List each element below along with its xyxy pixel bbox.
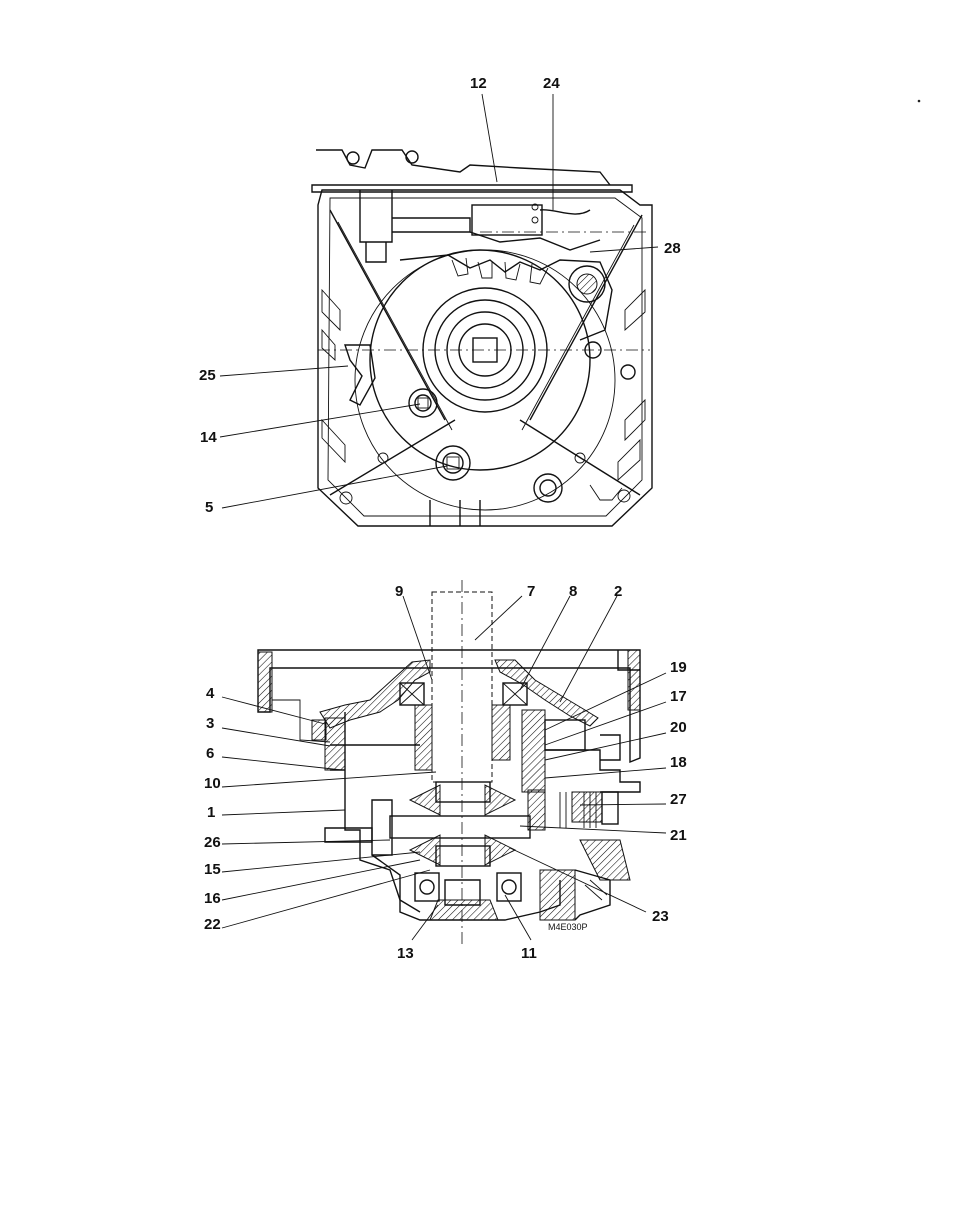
callout-9: 9 — [395, 583, 403, 600]
callout-17: 17 — [670, 688, 687, 705]
callout-23: 23 — [652, 908, 669, 925]
stray-dot — [917, 99, 921, 103]
callout-1: 1 — [207, 804, 215, 821]
top-view-callouts: 12 24 28 25 14 5 — [199, 75, 681, 516]
callout-2: 2 — [614, 583, 622, 600]
callout-27: 27 — [670, 791, 687, 808]
callout-6: 6 — [206, 745, 214, 762]
callout-28: 28 — [664, 240, 681, 257]
callout-10: 10 — [204, 775, 221, 792]
top-view-housing — [311, 149, 653, 527]
callout-7: 7 — [527, 583, 535, 600]
callout-4: 4 — [206, 685, 215, 702]
callout-24: 24 — [543, 75, 560, 92]
callout-21: 21 — [670, 827, 687, 844]
callout-5: 5 — [205, 499, 213, 516]
section-view-leaders — [221, 595, 667, 941]
section-view-callouts: 9 7 8 2 19 17 20 18 27 21 23 11 13 4 3 6… — [204, 583, 687, 962]
top-view-leaders — [219, 93, 659, 509]
callout-13: 13 — [397, 945, 414, 962]
callout-26: 26 — [204, 834, 221, 851]
callout-22: 22 — [204, 916, 221, 933]
callout-16: 16 — [204, 890, 221, 907]
callout-11: 11 — [521, 945, 537, 962]
callout-8: 8 — [569, 583, 577, 600]
callout-15: 15 — [204, 861, 221, 878]
callout-18: 18 — [670, 754, 687, 771]
section-view-housing — [257, 580, 641, 945]
callout-20: 20 — [670, 719, 687, 736]
figure-code: M4E030P — [548, 922, 588, 932]
callout-12: 12 — [470, 75, 487, 92]
callout-3: 3 — [206, 715, 214, 732]
callout-14: 14 — [200, 429, 217, 446]
callout-25: 25 — [199, 367, 216, 384]
callout-19: 19 — [670, 659, 687, 676]
